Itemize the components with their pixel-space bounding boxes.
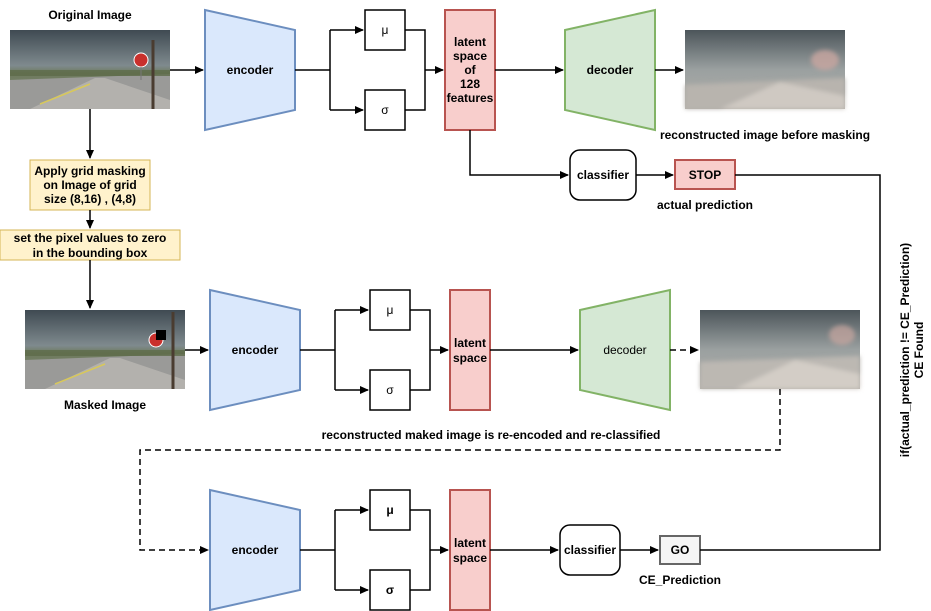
grid-masking-note — [29, 159, 151, 211]
latent-top-line-2: space — [453, 49, 487, 63]
pixel-zero-note — [0, 229, 181, 261]
sigma-top-label: σ — [381, 103, 389, 117]
latent-space-middle — [449, 289, 491, 411]
go-prediction-box — [659, 535, 701, 565]
connectors — [86, 26, 881, 594]
classifier-bottom-label: classifier — [564, 543, 616, 557]
actual-prediction-label: actual prediction — [657, 198, 753, 212]
latent-top-line-1: latent — [454, 35, 486, 49]
reencoded-note: reconstructed maked image is re-encoded … — [322, 428, 661, 442]
latent-bottom-line-2: space — [453, 551, 487, 565]
latent-middle-line-2: space — [453, 351, 487, 365]
original-image — [10, 30, 170, 109]
decoder-middle-label: decoder — [603, 343, 646, 357]
go-label: GO — [671, 543, 690, 557]
condition-line-2: CE Found — [912, 322, 926, 379]
sigma-middle-label: σ — [386, 383, 394, 397]
reconstructed-image-middle — [700, 310, 860, 389]
reconstructed-before-label: reconstructed image before masking — [660, 128, 870, 142]
reconstructed-image-top — [685, 30, 845, 109]
encoder-middle-label: encoder — [232, 343, 279, 357]
latent-bottom-line-1: latent — [454, 536, 486, 550]
encoder-bottom — [209, 488, 301, 611]
pixel-note-line-2: in the bounding box — [33, 246, 148, 260]
grid-note-line-2: on Image of grid — [43, 178, 136, 192]
masked-image — [25, 310, 185, 389]
mu-box-bottom — [369, 489, 411, 531]
ce-prediction-label: CE_Prediction — [639, 573, 721, 587]
latent-top-line-5: features — [447, 91, 494, 105]
latent-middle-line-1: latent — [454, 336, 486, 350]
latent-top-line-3: of — [464, 63, 476, 77]
classifier-top-label: classifier — [577, 168, 629, 182]
latent-top-line-4: 128 — [460, 77, 480, 91]
masked-image-label: Masked Image — [64, 398, 146, 412]
latent-space-bottom — [449, 489, 491, 611]
condition-label: if(actual_prediction != CE_Prediction) C… — [898, 243, 926, 457]
mask-square — [156, 330, 166, 340]
decoder-top — [564, 8, 656, 132]
mu-top-label: μ — [382, 23, 389, 37]
mu-bottom-label: μ — [386, 503, 393, 517]
pixel-note-line-1: set the pixel values to zero — [14, 231, 167, 245]
grid-note-line-1: Apply grid masking — [34, 164, 145, 178]
sigma-box-bottom — [369, 569, 411, 611]
mu-middle-label: μ — [387, 303, 394, 317]
decoder-top-label: decoder — [587, 63, 634, 77]
sigma-bottom-label: σ — [386, 583, 394, 597]
condition-line-1: if(actual_prediction != CE_Prediction) — [898, 243, 912, 457]
encoder-bottom-label: encoder — [232, 543, 279, 557]
encoder-top — [204, 8, 296, 132]
original-image-label: Original Image — [48, 8, 132, 22]
stop-label: STOP — [689, 168, 721, 182]
encoder-middle — [209, 288, 301, 412]
decoder-middle — [579, 288, 671, 412]
sigma-box-middle — [369, 369, 411, 411]
encoder-top-label: encoder — [227, 63, 274, 77]
grid-note-line-3: size (8,16) , (4,8) — [44, 192, 136, 206]
